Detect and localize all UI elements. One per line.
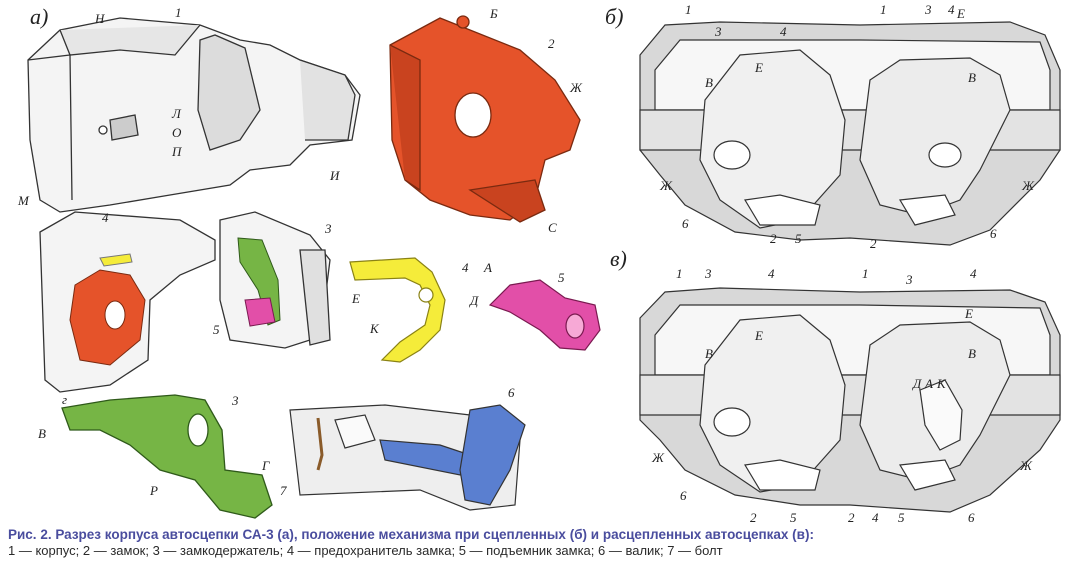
svg-text:Е: Е bbox=[754, 60, 763, 75]
label-M: М bbox=[17, 193, 30, 208]
caption-title: Рис. 2. Разрез корпуса автосцепки СА-3 (… bbox=[8, 527, 814, 542]
label-O: О bbox=[172, 125, 182, 140]
valik-assembly bbox=[289, 404, 526, 511]
label-7: 7 bbox=[280, 483, 287, 498]
svg-text:5: 5 bbox=[898, 510, 905, 525]
label-5: 5 bbox=[213, 322, 220, 337]
lock-guard-part-4 bbox=[349, 257, 446, 363]
svg-text:4: 4 bbox=[780, 24, 787, 39]
lock-holder-part-3 bbox=[61, 394, 273, 519]
panel-label-a: а) bbox=[30, 4, 48, 29]
label-5b: 5 bbox=[558, 270, 565, 285]
panel-label-b: б) bbox=[605, 4, 623, 29]
lift-part-5 bbox=[488, 279, 601, 351]
svg-text:2: 2 bbox=[750, 510, 757, 525]
svg-text:5: 5 bbox=[790, 510, 797, 525]
svg-text:1: 1 bbox=[880, 2, 887, 17]
svg-text:В: В bbox=[968, 70, 976, 85]
coupler-figure: а) bbox=[17, 2, 1061, 525]
lift-in-housing bbox=[244, 297, 276, 327]
label-N: Н bbox=[94, 11, 105, 26]
label-B: Б bbox=[489, 6, 498, 21]
svg-text:3: 3 bbox=[905, 272, 913, 287]
svg-text:Д: Д bbox=[911, 376, 922, 391]
svg-text:Ж: Ж bbox=[1019, 458, 1033, 473]
label-V: В bbox=[38, 426, 46, 441]
label-R: Р bbox=[149, 483, 158, 498]
svg-text:4: 4 bbox=[948, 2, 955, 17]
panel-v-labels: 1 3 4 1 3 4 В Е Е В Д А К Ж Ж 6 2 5 2 4 … bbox=[651, 266, 1033, 525]
panel-b-labels: 1 3 4 1 3 4 Е В Е В Ж Ж 6 2 5 2 6 bbox=[659, 2, 1035, 251]
svg-text:К: К bbox=[936, 376, 947, 391]
svg-text:6: 6 bbox=[682, 216, 689, 231]
svg-text:Ж: Ж bbox=[1021, 178, 1035, 193]
lock-guard-in-housing bbox=[99, 253, 133, 267]
svg-text:5: 5 bbox=[795, 231, 802, 246]
svg-text:3: 3 bbox=[704, 266, 712, 281]
label-3b: 3 bbox=[231, 393, 239, 408]
label-Zh: Ж bbox=[569, 80, 583, 95]
svg-text:1: 1 bbox=[862, 266, 869, 281]
label-4b: 4 bbox=[462, 260, 469, 275]
svg-text:1: 1 bbox=[676, 266, 683, 281]
label-G: Г bbox=[261, 458, 270, 473]
label-3: 3 bbox=[324, 221, 332, 236]
panel-a-labels: Н 1 М Л О П И Б 2 Ж С 4 3 5 г 4 Е К А 5 … bbox=[17, 5, 583, 498]
label-D: Д bbox=[468, 293, 479, 308]
svg-text:2: 2 bbox=[848, 510, 855, 525]
svg-text:4: 4 bbox=[872, 510, 879, 525]
label-2: 2 bbox=[548, 36, 555, 51]
svg-text:6: 6 bbox=[680, 488, 687, 503]
svg-text:Е: Е bbox=[956, 6, 965, 21]
svg-text:Ж: Ж bbox=[659, 178, 673, 193]
label-K: К bbox=[369, 321, 380, 336]
lock-in-housing bbox=[69, 269, 146, 366]
svg-text:6: 6 bbox=[968, 510, 975, 525]
panel-label-v: в) bbox=[610, 246, 627, 271]
uncoupled-mechanism bbox=[639, 287, 1061, 513]
svg-text:4: 4 bbox=[970, 266, 977, 281]
svg-text:3: 3 bbox=[714, 24, 722, 39]
coupled-mechanism bbox=[639, 21, 1061, 246]
svg-text:2: 2 bbox=[870, 236, 877, 251]
label-g: г bbox=[62, 392, 67, 407]
label-E: Е bbox=[351, 291, 360, 306]
label-S: С bbox=[548, 220, 557, 235]
svg-text:4: 4 bbox=[768, 266, 775, 281]
svg-text:1: 1 bbox=[685, 2, 692, 17]
svg-text:Ж: Ж bbox=[651, 450, 665, 465]
label-4: 4 bbox=[102, 210, 109, 225]
label-L: Л bbox=[171, 106, 182, 121]
coupler-housing-top bbox=[27, 17, 361, 213]
svg-text:В: В bbox=[705, 346, 713, 361]
svg-text:3: 3 bbox=[924, 2, 932, 17]
svg-text:2: 2 bbox=[770, 231, 777, 246]
svg-text:6: 6 bbox=[990, 226, 997, 241]
svg-text:Е: Е bbox=[754, 328, 763, 343]
svg-text:В: В bbox=[968, 346, 976, 361]
label-P: П bbox=[171, 144, 183, 159]
svg-text:Е: Е bbox=[964, 306, 973, 321]
caption-legend: 1 — корпус; 2 — замок; 3 — замкодержател… bbox=[8, 543, 723, 558]
figure-caption: Рис. 2. Разрез корпуса автосцепки СА-3 (… bbox=[8, 526, 1068, 559]
svg-text:А: А bbox=[924, 376, 933, 391]
label-I: И bbox=[329, 168, 340, 183]
svg-text:В: В bbox=[705, 75, 713, 90]
label-1: 1 bbox=[175, 5, 182, 20]
label-A: А bbox=[483, 260, 492, 275]
lock-part-2 bbox=[389, 15, 581, 223]
label-6: 6 bbox=[508, 385, 515, 400]
